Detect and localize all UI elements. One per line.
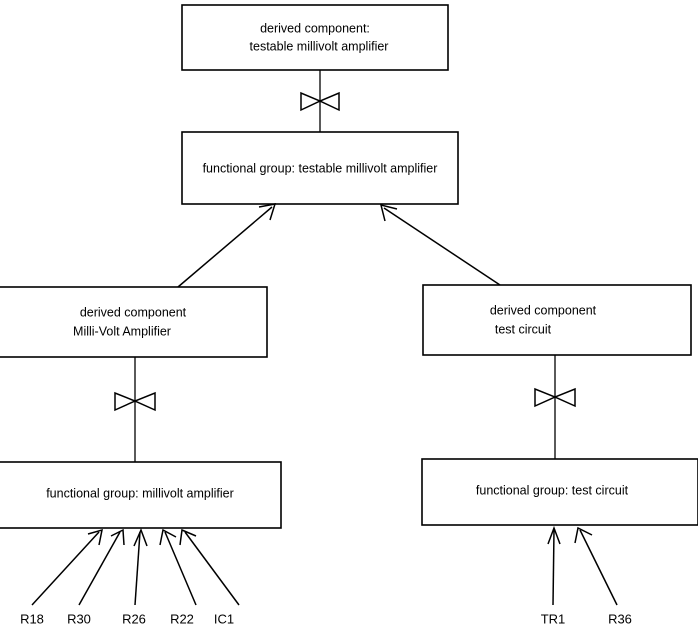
open-arrowhead — [110, 528, 125, 546]
connector-line — [177, 206, 273, 288]
open-arrowhead — [547, 525, 561, 545]
arrow-milli-volt-to-testable[interactable] — [177, 203, 277, 288]
connector-line — [184, 531, 240, 606]
connector-line — [78, 531, 121, 606]
leaf-arrow-r22[interactable] — [159, 528, 197, 606]
open-arrowhead — [159, 528, 177, 546]
leaf-arrow-r30[interactable] — [78, 528, 125, 606]
derivation-link-right[interactable] — [534, 355, 576, 459]
bowtie-derivation-symbol — [114, 391, 156, 412]
node-derived-test-circuit[interactable]: derived component test circuit — [422, 284, 692, 356]
leaf-arrow-r26[interactable] — [133, 528, 148, 606]
derivation-link-left[interactable] — [114, 357, 156, 462]
leaf-label-r18: R18 — [20, 611, 44, 626]
node-derived-testable-millivolt-amplifier[interactable]: derived component: testable millivolt am… — [181, 4, 449, 71]
node-fg-test-circuit[interactable]: functional group: test circuit — [421, 458, 698, 526]
leaf-label-r22: R22 — [170, 611, 194, 626]
leaf-arrow-tr1[interactable] — [547, 525, 561, 606]
node-label-line1: derived component: — [260, 21, 370, 35]
open-arrowhead — [258, 203, 277, 221]
connector-line — [552, 529, 555, 606]
node-box[interactable] — [422, 284, 692, 356]
leaf-arrow-r36[interactable] — [574, 526, 618, 606]
node-label-line2: testable millivolt amplifier — [250, 39, 389, 53]
leaf-label-r26: R26 — [122, 611, 146, 626]
open-arrowhead — [133, 528, 148, 547]
connector-line — [134, 531, 141, 606]
open-arrowhead — [379, 203, 398, 222]
connector-line — [31, 531, 100, 606]
node-box[interactable] — [0, 461, 282, 529]
connector-line — [164, 531, 197, 606]
node-label-line1: functional group: testable millivolt amp… — [203, 161, 438, 175]
bowtie-derivation-symbol — [300, 91, 340, 112]
leaf-arrow-ic1[interactable] — [179, 528, 240, 606]
node-fg-testable-millivolt-amplifier[interactable]: functional group: testable millivolt amp… — [181, 131, 459, 205]
arrow-test-circuit-to-testable[interactable] — [379, 203, 501, 286]
node-box[interactable] — [421, 458, 698, 526]
node-label-line1: derived component — [80, 305, 187, 319]
node-derived-milli-volt-amplifier[interactable]: derived component Milli-Volt Amplifier — [0, 286, 268, 358]
leaf-label-ic1: IC1 — [214, 611, 234, 626]
node-label-line2: Milli-Volt Amplifier — [73, 324, 171, 338]
open-arrowhead — [87, 528, 103, 546]
leaf-label-r30: R30 — [67, 611, 91, 626]
node-label-line1: functional group: millivolt amplifier — [46, 486, 234, 500]
node-fg-millivolt-amplifier[interactable]: functional group: millivolt amplifier — [0, 461, 282, 529]
connector-line — [383, 207, 501, 286]
node-label-line1: derived component — [490, 303, 597, 317]
node-box[interactable] — [0, 286, 268, 358]
leaf-arrow-r18[interactable] — [31, 528, 103, 606]
bowtie-derivation-symbol — [534, 387, 576, 408]
node-label-line1: functional group: test circuit — [476, 483, 629, 497]
node-box[interactable] — [181, 131, 459, 205]
leaf-label-tr1: TR1 — [541, 611, 566, 626]
open-arrowhead — [179, 528, 197, 546]
node-label-line2: test circuit — [495, 322, 552, 336]
open-arrowhead — [574, 526, 593, 544]
derivation-link-top[interactable] — [300, 70, 340, 132]
node-box[interactable] — [181, 4, 449, 71]
connector-line — [579, 529, 618, 606]
leaf-label-r36: R36 — [608, 611, 632, 626]
